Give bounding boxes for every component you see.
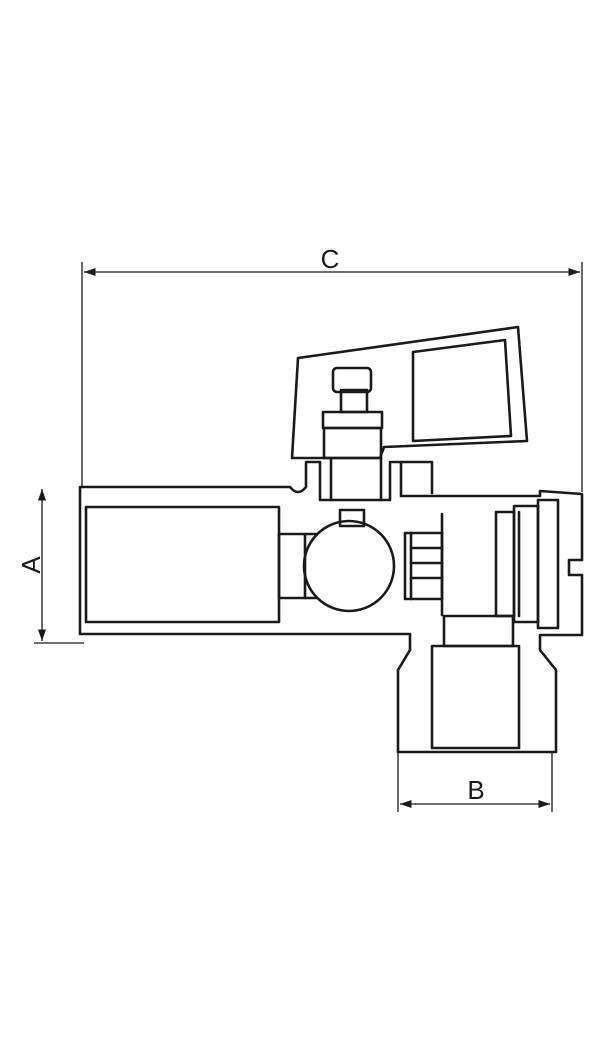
valve-ball [302,508,396,613]
ball-circle [302,519,396,613]
outlet-neck [442,614,515,648]
lever-outline [290,325,529,460]
lever-inner-panel [411,338,513,443]
valve-body-outline [78,460,584,754]
end-cap-flange [536,498,560,630]
dimension-c: C [81,244,583,492]
valve-stem [321,366,384,502]
bonnet-step [399,460,434,495]
dimension-b-label: B [467,775,484,805]
ball-slot [338,508,366,528]
dimension-b: B [397,752,553,812]
stem-nut-top [321,410,384,430]
outlet [430,614,521,750]
lever-handle [290,325,529,460]
end-cap-nut [512,504,540,624]
inlet-bore [84,505,281,624]
dimension-a: A [16,489,84,644]
dimension-a-label: A [16,556,46,574]
inlet-seat [277,532,307,600]
stem-nut [322,426,383,460]
end-cap [494,498,560,630]
cartridge [403,512,444,617]
dimension-c-label: C [321,244,340,274]
end-cap-ring [494,510,516,618]
stem-cap [331,366,373,394]
outlet-bore [430,644,521,750]
